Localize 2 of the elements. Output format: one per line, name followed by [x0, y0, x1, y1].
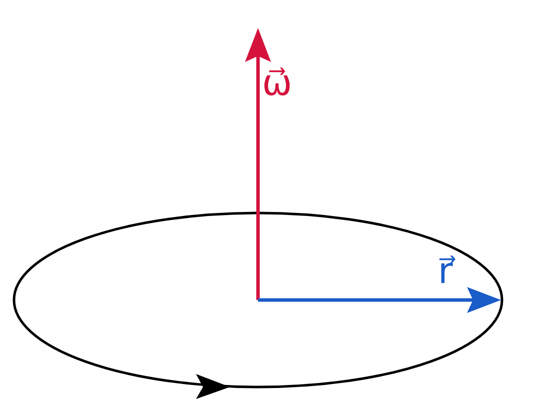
vector-label: r⃗ — [438, 254, 453, 290]
vector-label: ω⃗ — [262, 66, 292, 102]
